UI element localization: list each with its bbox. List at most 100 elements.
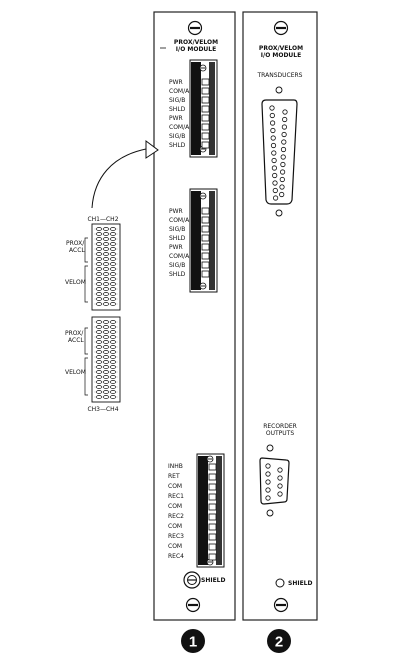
plug-pin xyxy=(96,297,102,301)
plug-pin xyxy=(103,302,109,306)
connector-pin xyxy=(272,172,278,179)
terminal-slot xyxy=(201,261,210,269)
terminal-slot xyxy=(208,463,217,471)
plug-pin xyxy=(96,375,102,379)
plug-pin xyxy=(103,375,109,379)
block3-label: REC2 xyxy=(168,513,184,520)
shield-hole-icon xyxy=(275,578,285,588)
plug-pin xyxy=(110,262,116,266)
plug-pin xyxy=(103,360,109,364)
block1-label: PWR xyxy=(169,79,183,86)
plug-pin xyxy=(110,277,116,281)
transducers-label: TRANSDUCERS xyxy=(257,72,303,79)
plug-pin xyxy=(110,365,116,369)
plug-pin xyxy=(96,335,102,339)
plug-pin xyxy=(110,297,116,301)
plug-pin xyxy=(110,375,116,379)
terminal-slot xyxy=(201,141,210,149)
plug-pin xyxy=(103,380,109,384)
plug-pin xyxy=(96,350,102,354)
block1-label: SHLD xyxy=(169,106,186,113)
terminal-slot xyxy=(201,225,210,233)
plug-pin xyxy=(96,277,102,281)
plug-pin xyxy=(103,385,109,389)
module-1-panel: PROX/VELOM I/O MODULE PWR COM/A SIG/B SH… xyxy=(153,11,236,653)
block2-label: PWR xyxy=(169,244,183,251)
recorder-label-line2: OUTPUTS xyxy=(266,430,294,437)
connector-pin xyxy=(272,180,278,186)
plug-top-label1-line1: PROX/ xyxy=(66,240,85,247)
connector-pin xyxy=(277,491,283,497)
plug-pin xyxy=(96,232,102,236)
plug-pin xyxy=(103,335,109,339)
block3-label: REC4 xyxy=(168,553,184,560)
block2-label: SHLD xyxy=(169,235,186,242)
connector-pin xyxy=(280,161,286,168)
plug-pin xyxy=(103,350,109,354)
module-2-title-line2: I/O MODULE xyxy=(261,52,301,59)
plug-pin xyxy=(103,237,109,241)
connector-pin xyxy=(277,483,283,489)
plug-pin xyxy=(96,395,102,399)
plug-pin xyxy=(103,287,109,291)
bottom-screw-icon xyxy=(185,597,201,613)
plug-pin xyxy=(96,380,102,384)
module-2-title-line1: PROX/VELOM xyxy=(259,45,303,52)
terminal-slot xyxy=(208,513,217,521)
plug-bottom-label1-line1: PROX/ xyxy=(65,330,84,337)
block2-label: SHLD xyxy=(169,271,186,278)
connector-pin xyxy=(272,195,279,201)
top-screw-icon xyxy=(273,20,289,36)
plug-pin xyxy=(103,365,109,369)
block1-label: SIG/B xyxy=(169,133,185,140)
block3-label: COM xyxy=(168,543,182,550)
connector-pin xyxy=(269,112,275,119)
plug-pin xyxy=(96,330,102,334)
connector-pin xyxy=(269,120,276,126)
bottom-screw-icon xyxy=(273,597,289,613)
plug-pin xyxy=(110,320,116,324)
block1-label: COM/A xyxy=(169,88,190,95)
recorder-label-line1: RECORDER xyxy=(263,423,297,430)
module-2-panel: PROX/VELOM I/O MODULE TRANSDUCERS RECORD… xyxy=(242,11,318,653)
plug-top-label1-line2: ACCL xyxy=(69,247,85,254)
connector-pin xyxy=(277,475,283,481)
block2-label: COM/A xyxy=(169,253,190,260)
plug-pin xyxy=(110,390,116,394)
terminal-slot xyxy=(201,105,210,113)
connector-pin xyxy=(279,184,285,190)
plug-pin xyxy=(103,390,109,394)
plug-pin xyxy=(96,355,102,359)
plug-pin xyxy=(103,272,109,276)
plug-pin xyxy=(110,252,116,256)
plug-pin xyxy=(96,325,102,329)
block3-label: COM xyxy=(168,523,182,530)
plug-pin xyxy=(96,242,102,246)
connector-pin xyxy=(277,467,283,473)
terminal-slot xyxy=(201,252,210,260)
plug-pin xyxy=(96,272,102,276)
module-1-title-line2: I/O MODULE xyxy=(176,46,216,53)
plug-pin xyxy=(110,385,116,389)
connector-pin xyxy=(271,157,277,164)
plug-pin xyxy=(110,370,116,374)
terminal-slot xyxy=(201,216,210,224)
plug-top-label2: VELOM xyxy=(65,279,86,286)
connector-pin xyxy=(265,487,271,493)
block-screw-icon xyxy=(199,64,207,72)
plug-pin xyxy=(110,340,116,344)
block2-label: SIG/B xyxy=(169,262,185,269)
module-2-shield: SHIELD xyxy=(275,578,312,588)
terminal-slot xyxy=(208,553,217,561)
connector-pin xyxy=(272,187,278,194)
plug-ch1-ch2: CH1—CH2 PROX/ ACCL VELOM xyxy=(65,216,121,311)
plug-pin xyxy=(110,272,116,276)
connector-pin xyxy=(270,127,276,134)
connector-pin xyxy=(269,105,275,111)
terminal-slot xyxy=(201,78,210,86)
plug-pin xyxy=(110,355,116,359)
plug-ch3-ch4: PROX/ ACCL VELOM CH3—CH4 xyxy=(65,316,121,413)
terminal-slot xyxy=(201,87,210,95)
module-2-badge: 2 xyxy=(267,629,291,653)
